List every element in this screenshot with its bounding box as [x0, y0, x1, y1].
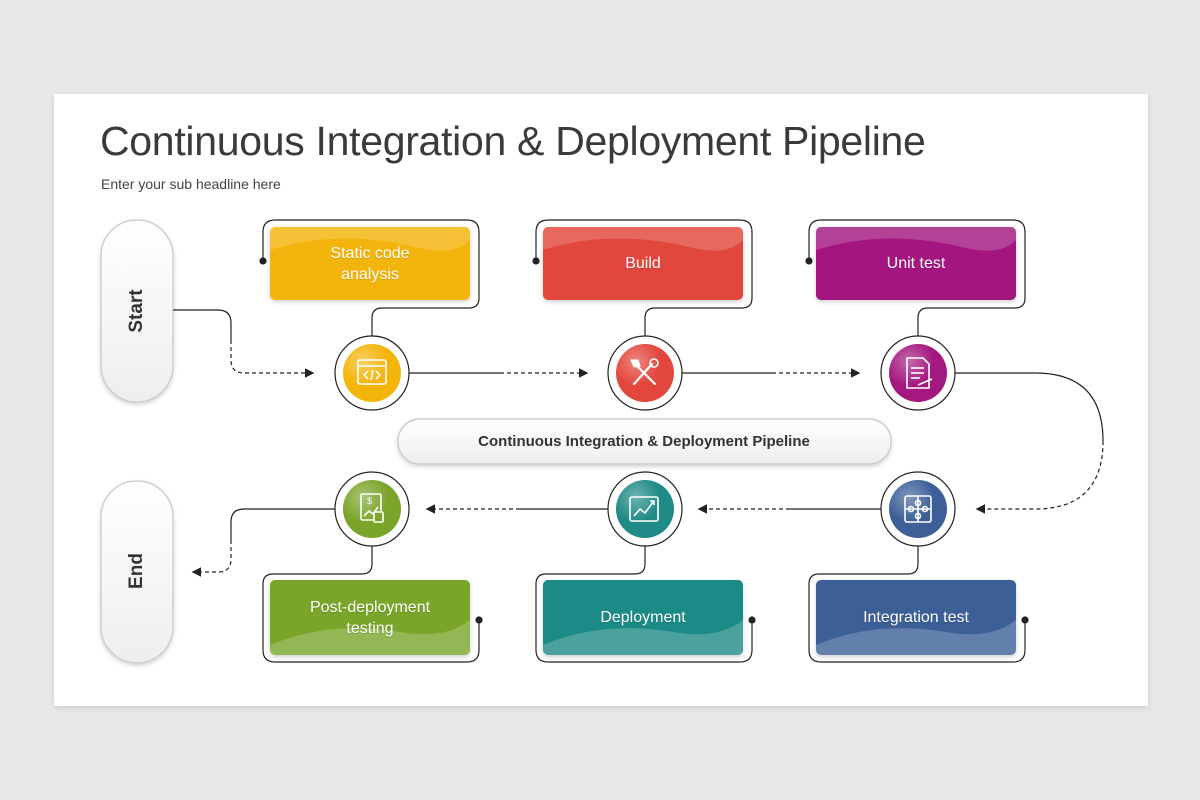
- start-label: Start: [126, 289, 147, 333]
- stage-label-6: Post-deployment testing: [309, 598, 431, 637]
- svg-text:$: $: [367, 496, 372, 506]
- stage-label-1: Static code analysis: [330, 244, 410, 283]
- stage-frame-4: [808, 546, 1029, 663]
- stage-label-5: Deployment: [600, 609, 686, 626]
- stage-box-6: [270, 580, 470, 655]
- stage-frame-5: [535, 546, 756, 663]
- stage-box-2: [543, 227, 743, 300]
- stage-frame-3: [805, 219, 1026, 336]
- connector-end: [230, 508, 338, 540]
- tools-icon: [630, 358, 659, 386]
- stage-frame-6: [262, 546, 483, 663]
- code-window-icon: [357, 359, 387, 385]
- stage-box-4: [816, 580, 1016, 655]
- stage-box-5: [543, 580, 743, 655]
- end-pill: [100, 480, 174, 664]
- page-title: Continuous Integration & Deployment Pipe…: [100, 118, 926, 164]
- stage-box-3: [816, 227, 1016, 300]
- stage-frame-2: [532, 219, 753, 336]
- page-subtitle: Enter your sub headline here: [101, 176, 281, 192]
- document-check-icon: [906, 357, 933, 389]
- end-label: End: [126, 553, 147, 589]
- stage-label-2: Build: [625, 255, 661, 272]
- center-pill: [397, 418, 892, 465]
- money-report-icon: $: [360, 493, 384, 523]
- puzzle-icon: [904, 495, 932, 523]
- stage-box-1: [270, 227, 470, 300]
- stage-label-4: Integration test: [863, 609, 969, 626]
- start-pill: [100, 219, 174, 403]
- chart-window-icon: [629, 496, 659, 522]
- connector-start: [173, 309, 312, 374]
- center-pill-label: Continuous Integration & Deployment Pipe…: [478, 432, 810, 450]
- stage-label-3: Unit test: [886, 255, 946, 272]
- connector-3-4: [948, 372, 1104, 442]
